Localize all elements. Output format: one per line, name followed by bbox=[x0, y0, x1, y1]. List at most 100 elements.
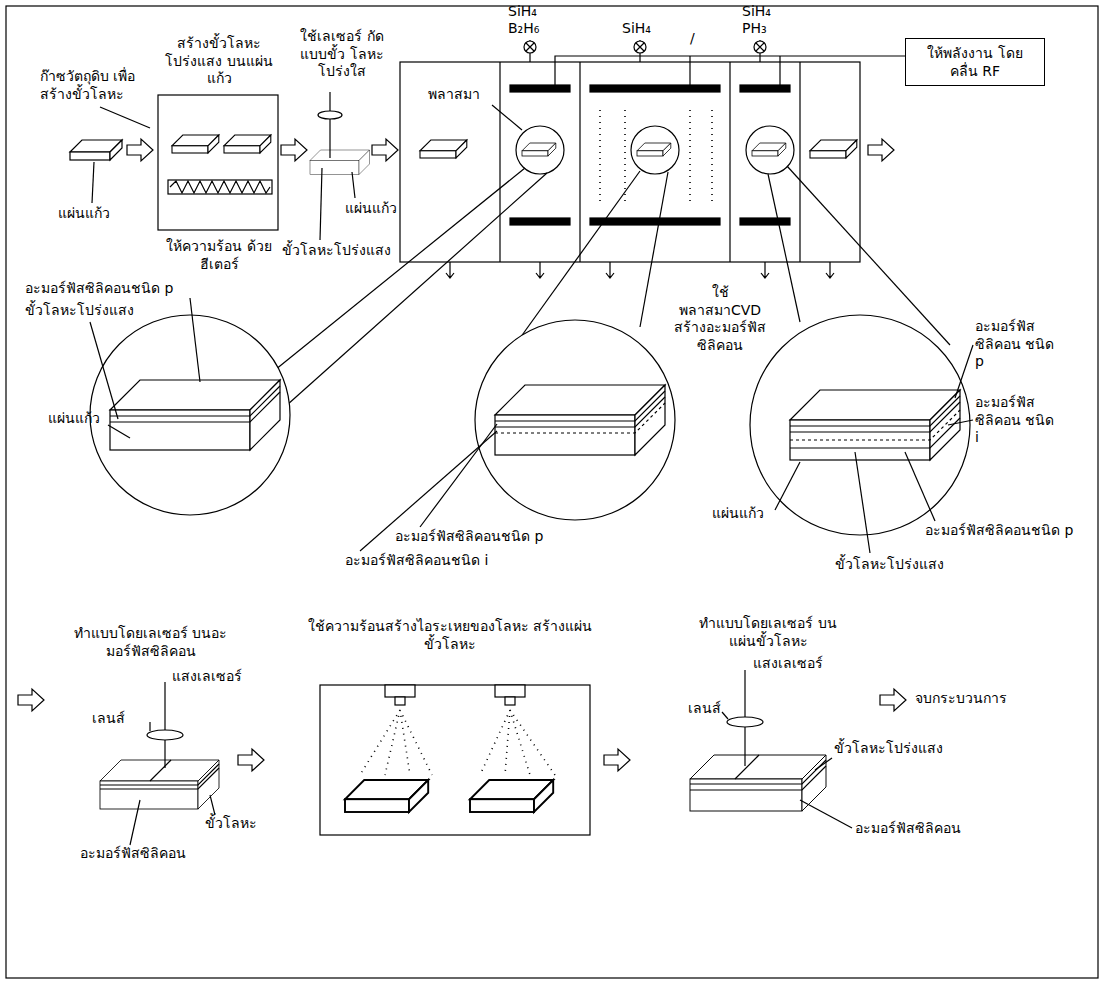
leader-line bbox=[190, 298, 200, 382]
label: ขั้วโลหะโปร่งแสง bbox=[282, 242, 402, 260]
label: เลนส์ bbox=[92, 710, 152, 728]
plasma-cvd-chamber bbox=[522, 143, 556, 156]
plasma-cvd-chamber bbox=[516, 126, 564, 174]
layer-detail bbox=[90, 315, 970, 535]
heating-chamber bbox=[172, 135, 219, 153]
plasma-cvd-chamber bbox=[590, 218, 720, 225]
laser-etch-station bbox=[320, 168, 322, 240]
layer-detail bbox=[495, 397, 665, 427]
heating-chamber bbox=[168, 180, 272, 194]
plasma-cvd-chamber bbox=[579, 62, 580, 262]
layer-detail bbox=[110, 386, 280, 416]
label: ทำแบบโดยเลเซอร์ บนอะมอร์ฟัสซิลิคอน bbox=[68, 625, 233, 660]
flow-arrow bbox=[18, 689, 44, 711]
laser-pattern-station bbox=[800, 800, 852, 828]
laser-etch-station bbox=[310, 92, 370, 240]
laser-pattern-station bbox=[722, 712, 728, 719]
laser-pattern-station bbox=[735, 755, 759, 779]
plasma-cvd-chamber bbox=[756, 43, 764, 51]
leader-line bbox=[955, 345, 973, 398]
laser-etch-station bbox=[329, 92, 330, 158]
plasma-cvd-chamber bbox=[590, 85, 720, 92]
laser-pattern-station bbox=[727, 717, 763, 727]
label: ใช้เลเซอร์ กัดแบบขั้ว โลหะโปร่งใส bbox=[292, 28, 392, 81]
plasma-cvd-chamber bbox=[729, 62, 730, 262]
layer-detail bbox=[495, 391, 665, 421]
plasma-cvd-chamber bbox=[446, 262, 834, 278]
label: แผ่นแก้ว bbox=[58, 205, 133, 223]
plasma-cvd-chamber bbox=[689, 56, 690, 85]
evaporation-chamber bbox=[360, 710, 555, 775]
plasma-cvd-chamber bbox=[746, 126, 794, 174]
plasma-cvd-chamber bbox=[754, 41, 766, 53]
label: แผ่นแก้ว bbox=[712, 505, 782, 523]
layer-detail bbox=[495, 385, 665, 455]
label: ก๊าซวัตถุดิบ เพื่อสร้างขั้วโลหะ bbox=[40, 68, 150, 103]
label: เลนส์ bbox=[688, 700, 748, 718]
label: อะมอร์ฟัสซิลิคอนชนิด p bbox=[395, 528, 595, 546]
laser-pattern-station bbox=[100, 764, 219, 785]
label: อะมอร์ฟัสซิลิคอนชนิด p bbox=[25, 280, 235, 298]
label: ใช้ความร้อนสร้างไอระเหยของโลหะ สร้างแผ่น… bbox=[300, 618, 600, 653]
evaporation-chamber bbox=[395, 697, 405, 705]
label: ขั้วโลหะโปร่งแสง bbox=[25, 302, 160, 320]
label: อะมอร์ฟัส ซิลิคอน ชนิด p bbox=[975, 318, 1060, 371]
flow-arrow bbox=[127, 139, 153, 161]
label: จบกระบวนการ bbox=[915, 690, 1055, 708]
leader-line bbox=[905, 452, 935, 521]
flow-arrow bbox=[868, 139, 894, 161]
plasma-cvd-chamber bbox=[779, 56, 780, 85]
plasma-cvd-chamber bbox=[400, 40, 905, 278]
laser-pattern-station bbox=[150, 760, 171, 781]
leader-line bbox=[948, 420, 973, 425]
plasma-cvd-chamber bbox=[510, 85, 570, 92]
plasma-cvd-chamber bbox=[634, 41, 646, 53]
label: อะมอร์ฟัสซิลิคอนชนิด i bbox=[345, 552, 545, 570]
layer-detail bbox=[90, 315, 290, 515]
laser-etch-station bbox=[310, 150, 370, 175]
layer-detail bbox=[110, 392, 280, 422]
laser-etch-station bbox=[352, 172, 355, 198]
label: แสงเลเซอร์ bbox=[753, 655, 853, 673]
layer-detail bbox=[750, 315, 970, 535]
layer-detail bbox=[790, 402, 960, 432]
glass-plate bbox=[70, 140, 122, 160]
plasma-cvd-chamber bbox=[599, 110, 601, 205]
evaporation-chamber bbox=[320, 685, 590, 835]
flow-arrow bbox=[281, 139, 307, 161]
evaporation-chamber bbox=[345, 780, 428, 812]
laser-etch-station bbox=[318, 111, 342, 119]
layer-detail bbox=[790, 418, 960, 448]
flow-arrow bbox=[604, 749, 630, 771]
label: PH₃ bbox=[742, 20, 792, 38]
label: SiH₄ bbox=[622, 20, 672, 38]
label: / bbox=[690, 30, 710, 48]
magnify-line bbox=[768, 174, 800, 322]
plasma-cvd-chamber bbox=[631, 126, 679, 174]
label: ทำแบบโดยเลเซอร์ บนแผ่นขั้วโลหะ bbox=[688, 615, 848, 650]
layer-detail bbox=[790, 410, 960, 440]
label: B₂H₆ bbox=[508, 20, 558, 38]
heating-chamber bbox=[158, 95, 278, 230]
label: อะมอร์ฟัส ซิลิคอน ชนิด i bbox=[975, 394, 1060, 447]
leader-line bbox=[90, 322, 118, 419]
box-text: ให้พลังงาน โดยคลื่น RF bbox=[914, 44, 1036, 80]
label: SiH₄ bbox=[508, 3, 558, 21]
leader-line bbox=[100, 107, 150, 128]
label: อะมอร์ฟัสซิลิคอนชนิด p bbox=[925, 522, 1093, 540]
plasma-cvd-chamber bbox=[740, 85, 790, 92]
magnify-line bbox=[640, 172, 668, 327]
evaporation-chamber bbox=[495, 685, 525, 697]
process-box: ให้พลังงาน โดยคลื่น RF bbox=[905, 38, 1045, 86]
leader-line bbox=[92, 107, 150, 203]
plasma-cvd-chamber bbox=[711, 110, 713, 205]
plasma-cvd-chamber bbox=[636, 43, 644, 51]
label: ขั้วโลหะโปร่งแสง bbox=[834, 740, 994, 758]
leader-line bbox=[855, 452, 870, 553]
label: SiH₄ bbox=[742, 3, 792, 21]
heating-chamber bbox=[158, 95, 278, 230]
label: ขั้วโลหะโปร่งแสง bbox=[835, 556, 1005, 574]
label: ขั้วโลหะ bbox=[205, 815, 285, 833]
